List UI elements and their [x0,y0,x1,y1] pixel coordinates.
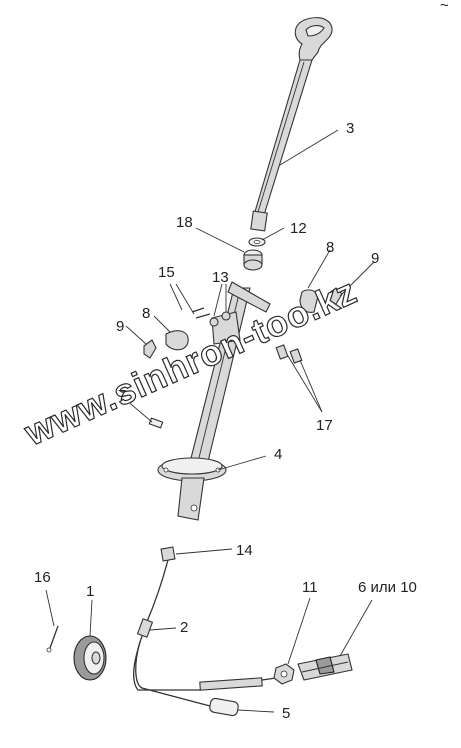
callout-6-or-10: 6 или 10 [358,579,417,596]
bracket-part-8-right [299,289,319,313]
nut-part-13 [209,311,231,327]
pins-part-15 [191,307,211,319]
callout-8-right: 8 [326,239,334,256]
callout-17: 17 [316,417,333,434]
callout-11: 11 [302,579,318,596]
corner-mark: ~ [440,0,449,14]
fork-part-6-or-10 [297,653,353,681]
callout-5: 5 [282,705,290,722]
watermark: www.sinhron-too.kz [18,270,363,454]
callout-3: 3 [346,120,354,137]
clip-part-9-left [143,339,157,359]
callout-8-left: 8 [142,305,150,322]
sleeve-part-14 [160,546,176,562]
end-sleeve-part-5 [209,697,239,717]
rod-assembly [199,677,277,691]
pins-part-17 [275,344,303,364]
lever-handle-part-3 [250,17,333,232]
cable-part-2 [132,559,211,707]
callout-1: 1 [86,583,94,600]
callout-2: 2 [180,619,188,636]
callout-7: 7 [118,387,126,404]
leader-lines [45,129,375,713]
ring-part-18 [243,249,263,271]
bracket-part-8-left [165,330,189,351]
callout-labels: 3 18 12 8 9 15 13 8 9 7 17 4 14 16 1 11 … [34,120,417,722]
callout-16: 16 [34,569,51,586]
washer-part-12 [248,237,266,247]
callout-4: 4 [274,446,282,463]
callout-12: 12 [290,220,307,237]
clip-part-9-right [327,287,343,305]
pin-part-7 [148,417,164,429]
callout-13: 13 [212,269,229,286]
pin-part-16 [46,625,59,653]
callout-14: 14 [236,542,253,559]
nut-part-11 [273,663,295,685]
callout-9-left: 9 [116,318,124,335]
callout-15: 15 [158,264,175,281]
wheel-part-1 [73,635,107,681]
callout-18: 18 [176,214,193,231]
column-part-4 [157,281,271,521]
callout-9-right: 9 [371,250,379,267]
